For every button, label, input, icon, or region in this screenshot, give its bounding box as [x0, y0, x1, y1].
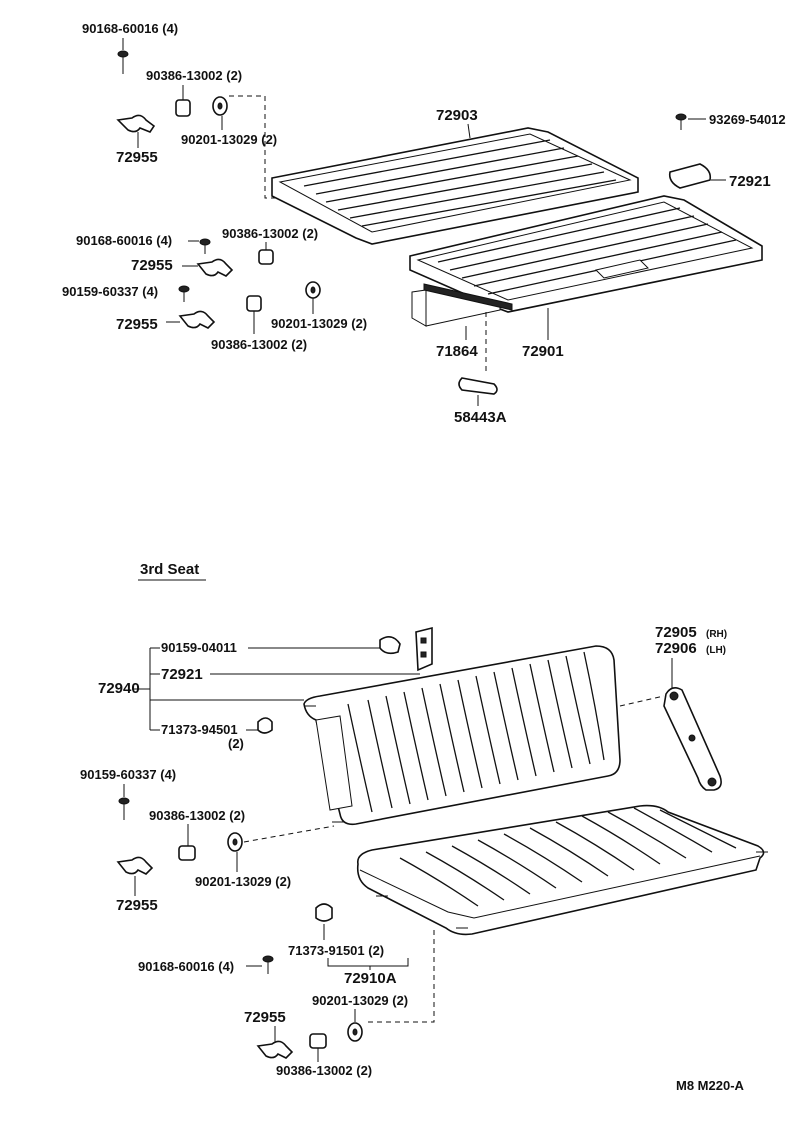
label-seat-washer-a: 90201-13029 (2)	[195, 874, 291, 889]
label-seat-bushing-b: 90386-13002 (2)	[276, 1063, 372, 1078]
label-clip-bottom: 58443A	[454, 409, 507, 426]
bushing-icon	[258, 249, 274, 265]
label-top-bracket-a: 72955	[116, 149, 158, 166]
floor-panel-upper	[271, 127, 639, 245]
bushing-icon	[175, 99, 191, 117]
cushion-stop-icon	[315, 903, 333, 922]
bushing-icon	[309, 1033, 327, 1049]
washer-icon	[305, 281, 321, 299]
label-top-bolt-b: 90168-60016 (4)	[76, 233, 172, 248]
label-top-bracket-c: 72955	[116, 316, 158, 333]
bracket-icon	[196, 258, 234, 277]
label-back-assembly: 72940	[98, 680, 140, 697]
label-screw-right: 93269-54012	[709, 112, 786, 127]
label-seat-bracket-b: 72955	[244, 1009, 286, 1026]
label-hinge-rh-side: (RH)	[706, 629, 727, 640]
label-top-bushing-a: 90386-13002 (2)	[146, 68, 242, 83]
washer-icon	[227, 832, 243, 852]
washer-icon	[347, 1022, 363, 1042]
label-seat-bolt-b: 90168-60016 (4)	[138, 959, 234, 974]
bushing-icon	[178, 845, 196, 861]
pad-icon	[668, 163, 712, 189]
washer-icon	[212, 96, 228, 116]
screw-icon	[675, 113, 687, 130]
bolt-icon	[117, 50, 129, 74]
label-back-pad: 72921	[161, 666, 203, 683]
bolt-icon	[199, 238, 211, 254]
label-hinge-lh-side: (LH)	[706, 645, 726, 656]
floor-panel-lower	[409, 195, 763, 313]
label-top-bushing-b: 90386-13002 (2)	[222, 226, 318, 241]
bolt-icon	[379, 636, 401, 655]
bolt-icon	[118, 797, 130, 820]
cover-plate	[411, 283, 513, 327]
label-seat-bolt-a: 90159-60337 (4)	[80, 767, 176, 782]
label-panel-upper: 72903	[436, 107, 478, 124]
label-hinge-rh: 72905	[655, 624, 697, 641]
bracket-icon	[116, 856, 154, 875]
label-top-washer-a: 90201-13029 (2)	[181, 132, 277, 147]
pad-plate-icon	[415, 626, 433, 672]
seat-back	[303, 645, 621, 826]
label-seat-bracket-a: 72955	[116, 897, 158, 914]
hinge-icon	[663, 686, 722, 791]
bracket-icon	[116, 114, 156, 133]
bracket-icon	[178, 310, 216, 329]
label-seat-bushing-a: 90386-13002 (2)	[149, 808, 245, 823]
label-back-cushion-stop: 71373-94501	[161, 722, 238, 737]
label-hinge-lh: 72906	[655, 640, 697, 657]
label-top-bolt-a: 90168-60016 (4)	[82, 21, 178, 36]
label-top-washer-b: 90201-13029 (2)	[271, 316, 367, 331]
label-panel-lower: 72901	[522, 343, 564, 360]
seat-cushion	[356, 804, 768, 936]
label-pad-right: 72921	[729, 173, 771, 190]
footer-code: M8 M220-A	[676, 1078, 745, 1093]
label-cover-plate: 71864	[436, 343, 478, 360]
label-seat-cushion: 72910A	[344, 970, 397, 987]
bolt-icon	[178, 285, 190, 302]
label-seat-stop: 71373-91501 (2)	[288, 943, 384, 958]
label-top-bushing-c: 90386-13002 (2)	[211, 337, 307, 352]
label-seat-washer-b: 90201-13029 (2)	[312, 993, 408, 1008]
label-top-bolt-c: 90159-60337 (4)	[62, 284, 158, 299]
bolt-icon	[262, 955, 274, 974]
label-back-cushion-stop-qty: (2)	[228, 736, 244, 751]
label-top-bracket-b: 72955	[131, 257, 173, 274]
cushion-stop-icon	[257, 717, 273, 734]
clip-icon	[458, 377, 498, 395]
bracket-icon	[256, 1040, 294, 1059]
bushing-icon	[246, 295, 262, 312]
section-title: 3rd Seat	[140, 561, 199, 578]
label-back-bolt: 90159-04011	[161, 640, 237, 655]
